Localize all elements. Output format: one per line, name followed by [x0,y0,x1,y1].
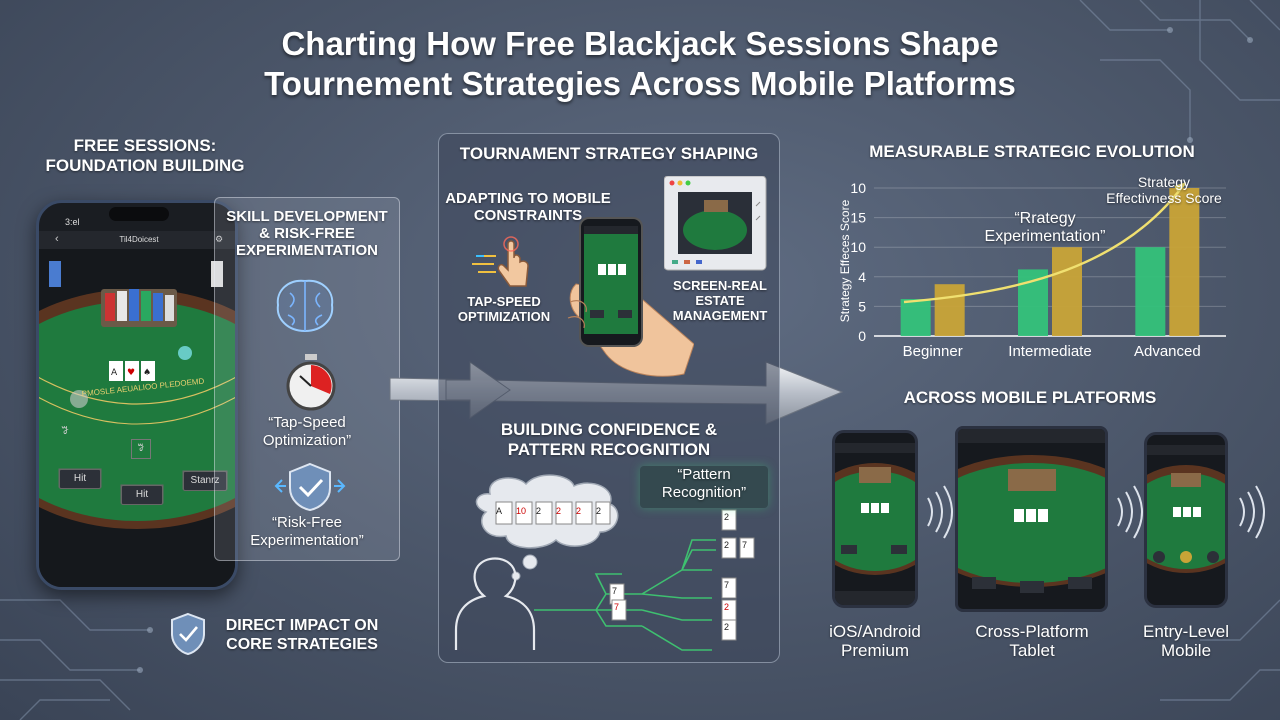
bar [1018,269,1048,336]
svg-text:♠: ♠ [143,368,151,378]
tap-speed-label: “Tap-Speed Optimization” [262,414,352,449]
trend-arrowhead [1174,182,1187,194]
thought-cards [495,501,611,525]
tree-card-7: 2 [724,602,730,612]
phone-app-bar [39,231,235,249]
free-sessions-header: FREE SESSIONS: FOUNDATION BUILDING [45,136,245,175]
device-label-ios: iOS/Android Premium [829,622,921,660]
page-title: Charting How Free Blackjack Sessions Sha… [264,25,1016,102]
phone-status-time: 3:el [65,217,80,227]
pattern-recognition-diagram [454,474,755,651]
stand-button[interactable]: Stanrz [183,471,227,491]
bar [900,299,931,336]
tree-card-3: 2 [724,512,730,522]
phone-notch [109,207,169,221]
device-entry-level [1144,432,1228,608]
wireless-icon-2 [1117,485,1143,539]
tree-card-4: 2 [724,540,730,550]
y-tick-label: 10 [850,180,866,196]
tree-card-1: 7 [612,586,618,596]
chart-annotation: “Rrategy Experimentation” [984,210,1106,245]
tree-card-6: 7 [724,580,730,590]
brain-icon [276,279,334,333]
trend-line [903,183,1186,304]
adapting-constraints-label: ADAPTING TO MOBILE CONSTRAINTS [445,190,611,224]
building-confidence-header: BUILDING CONFIDENCE & PATTERN RECOGNITIO… [500,420,718,459]
tree-card-2: 7 [614,602,620,612]
bar [934,284,965,336]
y-tick-label: 5 [858,298,866,314]
device-tablet [955,426,1108,612]
svg-text:♥: ♥ [127,368,135,378]
hit-button-2[interactable]: Hit [121,485,163,505]
card-4: 2 [556,506,562,516]
y-tick-label: 15 [850,210,866,226]
tournament-strategy-header: TOURNAMENT STRATEGY SHAPING [459,144,759,163]
svg-text:A: A [111,368,118,378]
risk-free-label: “Risk-Free Experimentation” [250,514,364,549]
phone-app-title: Til4Doicest [119,235,159,244]
trend-label: Strategy Effectivness Score [1106,174,1222,206]
card-2: 10 [516,506,527,516]
pattern-recognition-label: “Pattern Recognition” [640,466,768,508]
tree-card-5: 7 [742,540,748,550]
impact-shield-icon [171,612,205,656]
action-icon-left[interactable]: ꗌ [61,425,70,437]
hit-button[interactable]: Hit [59,469,101,489]
x-tick-label: Intermediate [1008,343,1091,360]
direct-impact-label: DIRECT IMPACT ON CORE STRATEGIES [225,617,379,653]
wireless-icon-3 [1239,485,1265,539]
blackjack-table: A ♥ ♠ [39,249,235,587]
blackjack-phone: 3:el ‹ Til4Doicest ⚙ A ♥ ♠ PMOSLE AEUALI… [36,200,238,590]
screen-estate-label: SCREEN-REAL ESTATE MANAGEMENT [672,278,768,323]
bar [1169,188,1200,336]
device-label-entry: Entry-Level Mobile [1143,622,1229,660]
tap-speed-optimization-label: TAP-SPEED OPTIMIZATION [457,294,551,324]
device-ios-android [832,430,918,608]
screen-estate-window [664,176,767,271]
action-icon-mid[interactable]: ꗌ [131,439,151,459]
card-6: 2 [596,506,602,516]
settings-icon[interactable]: ⚙ [215,234,224,244]
card-1: A [496,506,503,516]
tap-hand-icon [472,236,529,287]
card-5: 2 [576,506,582,516]
device-label-tablet: Cross-Platform Tablet [975,622,1089,660]
bar [1135,247,1166,336]
device-entry-screen [1147,445,1225,573]
y-tick-label: 0 [858,328,866,344]
hand-holding-phone [567,217,694,377]
platforms-header: ACROSS MOBILE PLATFORMS [903,388,1157,407]
skill-development-header: SKILL DEVELOPMENT & RISK-FREE EXPERIMENT… [226,208,388,259]
x-tick-label: Advanced [1134,343,1201,360]
x-tick-label: Beginner [903,343,963,360]
chart-title: MEASURABLE STRATEGIC EVOLUTION [869,142,1195,161]
device-tablet-screen [958,429,1105,593]
y-tick-label: 10 [850,239,866,255]
shield-check-icon [274,462,346,512]
chart-ylabel: Strategy Effeces Score [838,199,852,323]
bar [1052,247,1082,336]
wireless-icon-1 [927,485,953,539]
chip-stacks [105,289,174,321]
tree-card-8: 2 [724,622,730,632]
stopwatch-icon [286,354,336,411]
card-3: 2 [536,506,542,516]
back-icon[interactable]: ‹ [55,233,59,245]
y-tick-label: 4 [858,269,866,285]
tree-cards [609,509,755,641]
device-ios-screen [835,443,915,605]
